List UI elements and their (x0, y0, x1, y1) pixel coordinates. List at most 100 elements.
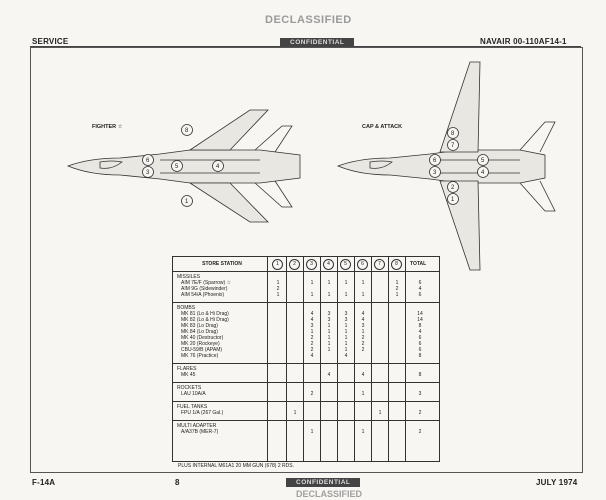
confidential-stamp-top: CONFIDENTIAL (280, 38, 355, 47)
header-rule (30, 46, 581, 47)
cap-station-3 (429, 166, 441, 178)
section-title: FUEL TANKS (177, 404, 208, 410)
store-name: FPU 1/A (267 Gal.) (181, 410, 224, 416)
store-name: MK 81 (Lo & Hi Drag) (181, 311, 229, 317)
column-divider (354, 257, 355, 461)
column-divider (405, 257, 406, 461)
store-name: AIM 54/A (Phoenix) (181, 292, 225, 298)
cap-station-4 (477, 166, 489, 178)
store-total: 4 (418, 329, 422, 335)
station-count: 1 (327, 347, 331, 353)
store-total: 14 (417, 311, 423, 317)
station-header-2: 2 (289, 259, 300, 270)
station-count: 2 (310, 335, 314, 341)
station-count: 4 (310, 311, 314, 317)
station-count: 1 (361, 292, 365, 298)
svg-text:4: 4 (216, 164, 220, 170)
station-count: 3 (327, 311, 331, 317)
section-divider (173, 363, 439, 364)
fighter-station-markers: 8 6 3 5 4 1 (142, 124, 224, 207)
fighter-station-3 (142, 166, 154, 178)
station-count: 1 (344, 292, 348, 298)
store-station-header: STORE STATION (202, 261, 242, 267)
station-count: 3 (310, 323, 314, 329)
station-count: 1 (361, 329, 365, 335)
station-count: 1 (293, 410, 297, 416)
station-count: 1 (310, 429, 314, 435)
station-count: 4 (361, 317, 365, 323)
station-count: 2 (361, 347, 365, 353)
fighter-station-1 (181, 195, 193, 207)
svg-text:2: 2 (451, 185, 455, 191)
section-divider (173, 271, 439, 272)
fighter-station-8 (181, 124, 193, 136)
station-count: 1 (327, 280, 331, 286)
cap-station-8 (447, 127, 459, 139)
station-count: 4 (344, 353, 348, 359)
figure-frame (30, 47, 583, 473)
station-count: 1 (395, 292, 399, 298)
store-name: MK 20 (Rockeye) (181, 341, 220, 347)
station-count: 1 (361, 429, 365, 435)
section-title: MULTI ADAPTER (177, 423, 217, 429)
cap-station-5 (477, 154, 489, 166)
station-header-1: 1 (272, 259, 283, 270)
svg-text:5: 5 (175, 164, 179, 170)
station-count: 1 (344, 280, 348, 286)
column-divider (267, 257, 268, 461)
section-title: BOMBS (177, 305, 196, 311)
station-count: 1 (327, 335, 331, 341)
section-title: ROCKETS (177, 385, 202, 391)
store-total: 8 (418, 353, 422, 359)
gun-footnote: PLUS INTERNAL M61A1 20 MM GUN (678) 2 RD… (178, 463, 294, 469)
store-name: MK 82 (Lo & Hi Drag) (181, 317, 229, 323)
station-header-7: 7 (374, 259, 385, 270)
station-count: 1 (276, 280, 280, 286)
station-count: 1 (310, 280, 314, 286)
store-total: 8 (418, 323, 422, 329)
section-divider (173, 401, 439, 402)
column-divider (337, 257, 338, 461)
station-count: 1 (344, 323, 348, 329)
store-name: AIM 7E/F (Sparrow) ☆ (181, 280, 232, 286)
station-count: 3 (327, 317, 331, 323)
svg-text:6: 6 (433, 158, 437, 164)
station-count: 2 (310, 341, 314, 347)
station-count: 1 (310, 329, 314, 335)
station-header-8: 8 (391, 259, 402, 270)
column-divider (320, 257, 321, 461)
station-count: 1 (276, 292, 280, 298)
svg-text:1: 1 (185, 199, 189, 205)
cap-aircraft (336, 61, 556, 271)
footer-left: F-14A (32, 478, 56, 487)
station-count: 2 (310, 391, 314, 397)
store-name: A/A37B (MER-7) (181, 429, 219, 435)
station-header-3: 3 (306, 259, 317, 270)
cap-station-1 (447, 193, 459, 205)
fighter-station-5 (171, 160, 183, 172)
station-count: 2 (395, 286, 399, 292)
column-divider (371, 257, 372, 461)
station-count: 4 (310, 353, 314, 359)
store-total: 6 (418, 341, 422, 347)
fighter-aircraft (66, 109, 301, 223)
header-left: SERVICE (32, 37, 69, 46)
svg-text:4: 4 (481, 170, 485, 176)
column-divider (388, 257, 389, 461)
cap-station-markers: 8 7 6 3 5 4 2 1 (429, 127, 489, 205)
station-count: 1 (327, 341, 331, 347)
station-count: 1 (378, 410, 382, 416)
station-count: 1 (344, 341, 348, 347)
station-count: 4 (327, 372, 331, 378)
store-total: 2 (418, 410, 422, 416)
store-name: AIM 9G (Sidewinder) (181, 286, 228, 292)
station-count: 1 (344, 347, 348, 353)
store-total: 14 (417, 317, 423, 323)
store-name: MK 83 (Lo Drag) (181, 323, 218, 329)
declassified-stamp-bottom: DECLASSIFIED (296, 489, 363, 499)
header-right: NAVAIR 00-110AF14-1 (480, 37, 567, 46)
declassified-stamp-top: DECLASSIFIED (265, 14, 352, 26)
station-count: 2 (361, 341, 365, 347)
svg-text:7: 7 (451, 143, 455, 149)
